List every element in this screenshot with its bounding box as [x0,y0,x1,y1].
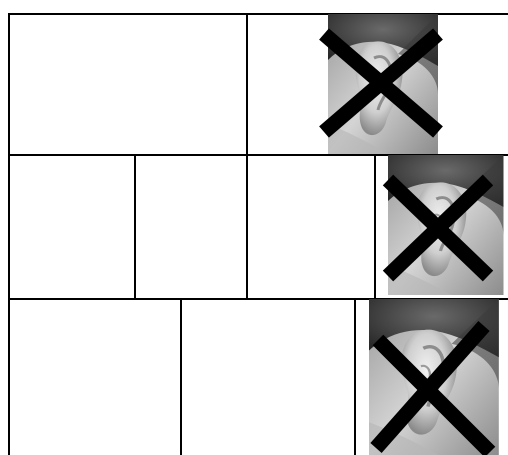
ear-photo-icon-3 [369,299,499,455]
ear-photo-icon-2 [388,155,503,295]
ear-photo-icon-1 [324,14,438,154]
